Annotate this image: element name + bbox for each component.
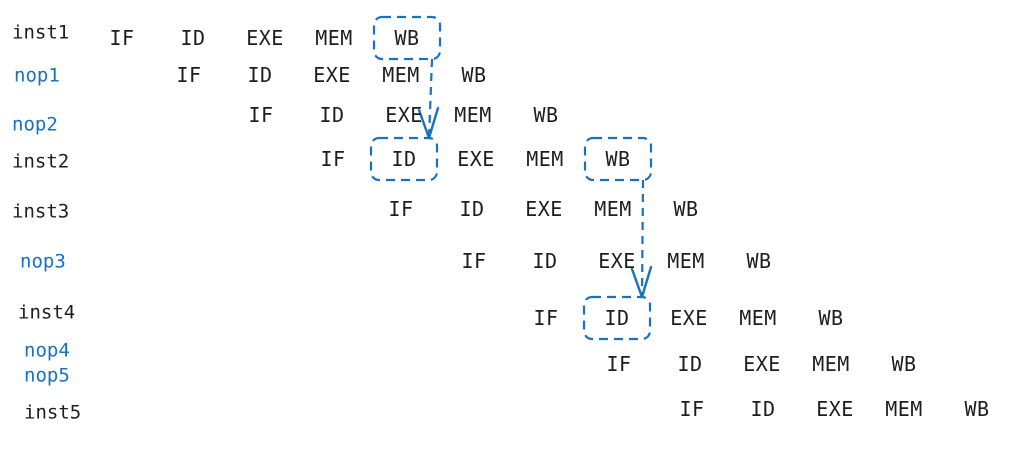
row-label-nop2: nop2: [12, 113, 58, 136]
stage-id-nop5: ID: [677, 352, 703, 376]
stage-exe-inst3: EXE: [525, 197, 563, 221]
stage-wb-nop5: WB: [891, 352, 917, 376]
row-label-nop1: nop1: [14, 64, 60, 87]
stage-exe-inst2: EXE: [457, 147, 495, 171]
stage-mem-inst1: MEM: [315, 26, 353, 50]
stage-if-nop2: IF: [248, 103, 274, 127]
stage-id-nop2: ID: [319, 103, 345, 127]
stage-mem-inst3: MEM: [594, 197, 632, 221]
stage-wb-nop3: WB: [746, 249, 772, 273]
forwarding-arrow-line-2: [640, 179, 645, 298]
stage-exe-inst1: EXE: [246, 26, 284, 50]
stage-mem-inst5: MEM: [885, 397, 923, 421]
stage-id-inst2: ID: [391, 147, 417, 171]
row-label-nop3: nop3: [20, 250, 66, 273]
stage-wb-inst3: WB: [673, 197, 699, 221]
row-label-inst1: inst1: [12, 21, 70, 44]
stage-id-nop1: ID: [247, 63, 273, 87]
stage-mem-inst4: MEM: [739, 306, 777, 330]
stage-if-inst3: IF: [388, 197, 414, 221]
stage-wb-inst2: WB: [605, 147, 631, 171]
stage-exe-inst4: EXE: [670, 306, 708, 330]
stage-if-inst2: IF: [320, 147, 346, 171]
row-label-inst4: inst4: [18, 301, 76, 324]
stage-wb-inst5: WB: [964, 397, 990, 421]
row-label-inst5: inst5: [24, 401, 82, 424]
row-label-inst3: inst3: [12, 200, 70, 223]
stage-if-inst1: IF: [109, 26, 135, 50]
row-label-nop4: nop4: [24, 339, 70, 362]
row-label-nop5: nop5: [24, 364, 70, 387]
stage-exe-inst5: EXE: [816, 397, 854, 421]
stage-mem-nop5: MEM: [812, 352, 850, 376]
stage-wb-inst1: WB: [394, 26, 420, 50]
stage-mem-inst2: MEM: [526, 147, 564, 171]
stage-id-inst1: ID: [180, 26, 206, 50]
stage-if-inst5: IF: [679, 397, 705, 421]
stage-mem-nop1: MEM: [382, 63, 420, 87]
stage-mem-nop2: MEM: [454, 103, 492, 127]
stage-wb-nop1: WB: [461, 63, 487, 87]
stage-id-inst4: ID: [604, 306, 630, 330]
stage-mem-nop3: MEM: [667, 249, 705, 273]
stage-if-nop5: IF: [606, 352, 632, 376]
stage-exe-nop1: EXE: [313, 63, 351, 87]
stage-exe-nop3: EXE: [598, 249, 636, 273]
stage-exe-nop5: EXE: [743, 352, 781, 376]
stage-if-nop3: IF: [461, 249, 487, 273]
stage-if-nop1: IF: [176, 63, 202, 87]
stage-wb-inst4: WB: [818, 306, 844, 330]
stage-id-inst3: ID: [459, 197, 485, 221]
forwarding-arrow-line-1: [427, 58, 434, 139]
stage-if-inst4: IF: [533, 306, 559, 330]
row-label-inst2: inst2: [12, 150, 70, 173]
stage-exe-nop2: EXE: [385, 103, 423, 127]
stage-wb-nop2: WB: [533, 103, 559, 127]
stage-id-nop3: ID: [532, 249, 558, 273]
stage-id-inst5: ID: [750, 397, 776, 421]
